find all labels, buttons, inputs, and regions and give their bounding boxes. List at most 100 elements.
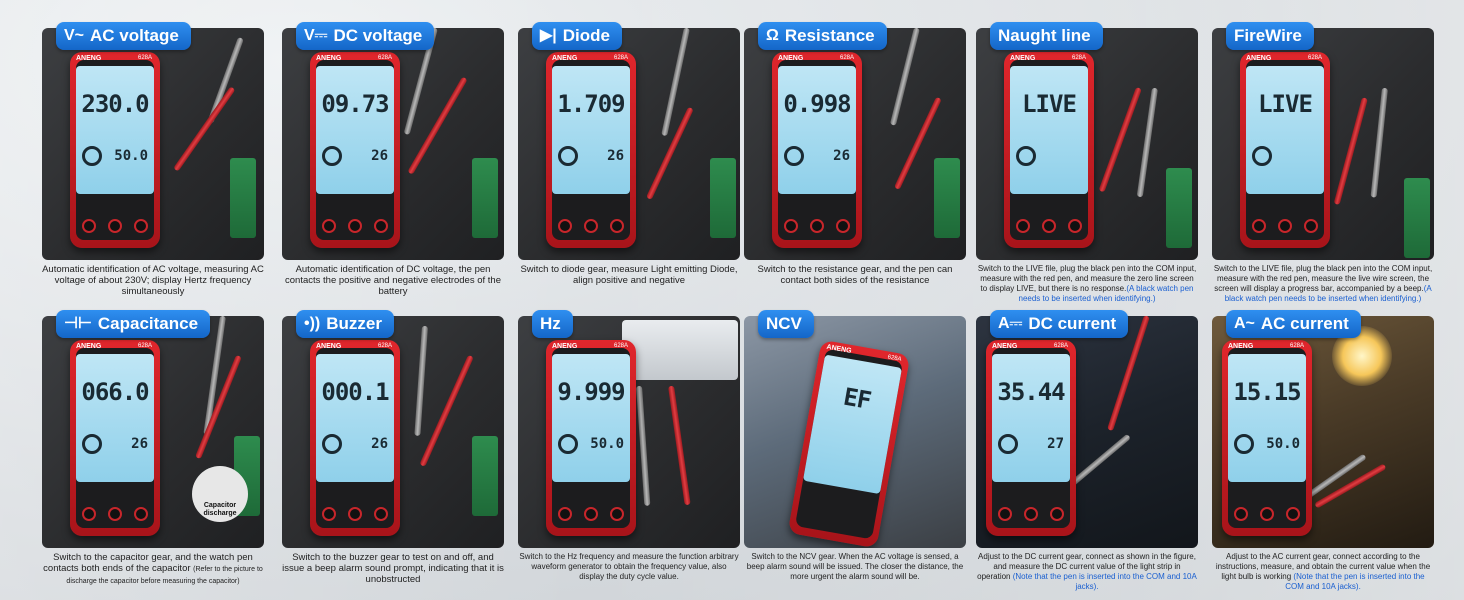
multimeter: ANENG 628A 0.998 26 (772, 52, 862, 248)
mode-label: ▶|Diode (532, 22, 623, 50)
panel: Capacitor discharge ANENG 628A 066.0 26 (42, 316, 264, 548)
brand: ANENG (1228, 343, 1254, 350)
caption: Switch to the LIVE file, plug the black … (1213, 264, 1433, 303)
jack-icon (1260, 507, 1274, 521)
lcd-screen: 1.709 26 (552, 66, 630, 194)
lcd-screen: 15.15 50.0 (1228, 354, 1306, 482)
multimeter: ANENG 628A 09.73 26 (310, 52, 400, 248)
main-reading: 15.15 (1233, 378, 1301, 406)
brand: ANENG (316, 343, 342, 350)
lcd-screen: 0.998 26 (778, 66, 856, 194)
multimeter: ANENG 628A EF (787, 339, 911, 548)
mode-label: ⊣⊢Capacitance (56, 310, 211, 338)
model: 628A (1289, 343, 1304, 349)
mode-label: •))Buzzer (296, 310, 394, 338)
jack-icon (374, 507, 388, 521)
brand: ANENG (76, 343, 102, 350)
circuit-board (472, 158, 498, 238)
black-probe (414, 325, 428, 436)
jack-icon (1234, 507, 1248, 521)
caption: Switch to diode gear, measure Light emit… (520, 264, 738, 286)
jack-icon (134, 507, 148, 521)
multimeter: ANENG 628A LIVE (1240, 52, 1330, 248)
jack-icon (1068, 219, 1082, 233)
lcd-screen: LIVE (1010, 66, 1088, 194)
main-reading: LIVE (1258, 90, 1313, 118)
main-reading: 000.1 (321, 378, 389, 406)
panel: ANENG 628A 1.709 26 (518, 28, 740, 260)
red-probe (173, 86, 236, 172)
main-reading: 35.44 (997, 378, 1065, 406)
model: 628A (377, 55, 392, 61)
red-probe (1333, 97, 1368, 206)
black-probe (889, 28, 920, 126)
panel: ANENG 628A 35.44 27 (976, 316, 1198, 548)
jack-icon (584, 507, 598, 521)
multimeter: ANENG 628A 15.15 50.0 (1222, 340, 1312, 536)
model: 628A (137, 55, 152, 61)
main-reading: LIVE (1022, 90, 1077, 118)
jack-icon (558, 507, 572, 521)
sub-reading: 26 (833, 148, 850, 164)
capacitor-discharge-badge: Capacitor discharge (192, 466, 248, 522)
jack-icon (374, 219, 388, 233)
jack-icon (836, 219, 850, 233)
jack-icon (784, 219, 798, 233)
brand: ANENG (76, 55, 102, 62)
jack-icon (1304, 219, 1318, 233)
caption: Switch to the resistance gear, and the p… (757, 264, 953, 286)
capacitor-discharge-label: Capacitor discharge (203, 502, 237, 517)
sub-reading: 50.0 (1266, 436, 1300, 452)
caption: Automatic identification of AC voltage, … (42, 264, 264, 297)
sub-reading: 26 (371, 148, 388, 164)
jack-icon (108, 507, 122, 521)
dial-icon (1016, 146, 1036, 166)
jack-icon (1050, 507, 1064, 521)
jack-icon (108, 219, 122, 233)
dial-icon (1234, 434, 1254, 454)
jack-icon (810, 219, 824, 233)
panel: ANENG 628A 9.999 50.0 (518, 316, 740, 548)
caption-note: (Note that the pen is inserted into the … (1012, 572, 1197, 591)
circuit-board (710, 158, 736, 238)
mode-label: V⎓DC voltage (296, 22, 435, 50)
jack-icon (1024, 507, 1038, 521)
jack-icon (82, 219, 96, 233)
panel: ANENG 628A 000.1 26 (282, 316, 504, 548)
jack-icon (322, 219, 336, 233)
panel: ANENG 628A 0.998 26 (744, 28, 966, 260)
caption-note: (A black watch pen needs to be inserted … (1018, 284, 1194, 303)
mode-label: Hz (532, 310, 573, 338)
model: 628A (839, 55, 854, 61)
jack-icon (348, 219, 362, 233)
main-reading: 9.999 (557, 378, 625, 406)
panel: ANENG 628A 15.15 50.0 (1212, 316, 1434, 548)
multimeter: ANENG 628A 1.709 26 (546, 52, 636, 248)
multimeter: ANENG 628A LIVE (1004, 52, 1094, 248)
jack-icon (610, 507, 624, 521)
circuit-board (1404, 178, 1430, 258)
brand: ANENG (778, 55, 804, 62)
main-reading: 1.709 (557, 90, 625, 118)
caption: Adjust to the AC current gear, connect a… (1215, 552, 1431, 591)
sub-reading: 50.0 (114, 148, 148, 164)
jack-icon (134, 219, 148, 233)
lcd-screen: 9.999 50.0 (552, 354, 630, 482)
mode-label: A~AC current (1226, 310, 1361, 338)
jack-icon (1042, 219, 1056, 233)
panel: ANENG 628A LIVE (976, 28, 1198, 260)
jack-icon (558, 219, 572, 233)
jack-icon (82, 507, 96, 521)
model: 628A (613, 55, 628, 61)
dial-icon (558, 146, 578, 166)
model: 628A (137, 343, 152, 349)
circuit-board (934, 158, 960, 238)
panel: ANENG 628A EF (744, 316, 966, 548)
jack-icon (998, 507, 1012, 521)
multimeter: ANENG 628A 35.44 27 (986, 340, 1076, 536)
caption-note: (Refer to the picture to discharge the c… (66, 566, 263, 585)
sub-reading: 26 (607, 148, 624, 164)
caption: Switch to the buzzer gear to test on and… (282, 552, 504, 585)
lcd-screen: 066.0 26 (76, 354, 154, 482)
brand: ANENG (552, 55, 578, 62)
